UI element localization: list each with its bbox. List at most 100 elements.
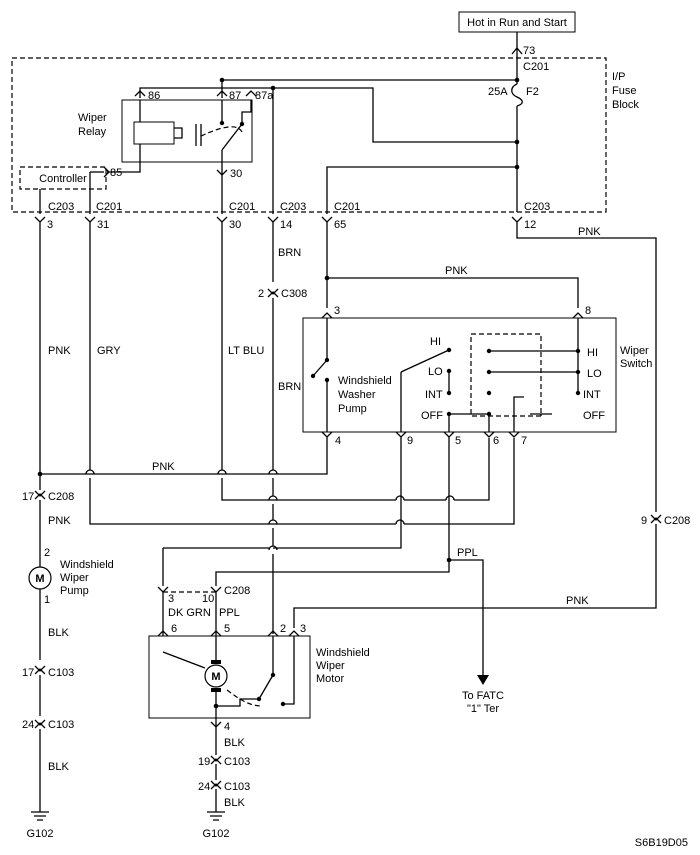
motor-label-1: Windshield <box>316 647 370 659</box>
fuse-block-label-2: Fuse <box>612 85 636 97</box>
connector-c103-d: C103 <box>224 781 250 793</box>
conn-c201-a: C201 <box>96 201 122 213</box>
sw-right-bus <box>489 318 579 393</box>
pin-73: 73 <box>523 45 535 57</box>
wire-label-lt-blu: LT BLU <box>228 345 264 357</box>
wire-label-pnk-mid: PNK <box>152 461 175 473</box>
connector-c308-symbol <box>267 288 279 298</box>
relay-pin-87a: 87a <box>255 90 274 102</box>
relay-pin-85: 85 <box>110 167 122 179</box>
motor-top-connectors <box>157 630 300 637</box>
wire-dkgrn <box>162 437 402 586</box>
pin-motor-2: 2 <box>280 623 286 635</box>
conn-c201-c: C201 <box>334 201 360 213</box>
junction-pnk-left <box>37 471 43 477</box>
pin-c103-24a: 24 <box>22 719 34 731</box>
controller-box <box>19 166 107 190</box>
wire-label-pnk-switch: PNK <box>445 265 468 277</box>
wire-label-blk-1: BLK <box>48 627 69 639</box>
pin-c208-9: 9 <box>641 515 647 527</box>
wire-label-pnk-right: PNK <box>578 226 601 238</box>
relay-pin-86: 86 <box>148 90 160 102</box>
sw-right-int-a <box>486 390 492 396</box>
pin-switch-4: 4 <box>335 435 341 447</box>
wire-ppl-fatc <box>449 559 484 675</box>
connector-c103-b: C103 <box>48 719 74 731</box>
pin-motor-3: 3 <box>300 623 306 635</box>
sw-left-lo: LO <box>428 366 443 378</box>
connector-c208-right: C208 <box>664 515 690 527</box>
connector-c201-top: C201 <box>523 61 549 73</box>
switch-bottom-connectors <box>321 431 520 438</box>
crossover-ltblu-5 <box>445 495 455 501</box>
washer-switch-pivot <box>310 373 316 379</box>
relay-label-1: Wiper <box>78 112 107 124</box>
conn-c203-a: C203 <box>48 201 74 213</box>
pin-c203-14: 14 <box>280 219 292 231</box>
pin-c103-17: 17 <box>22 667 34 679</box>
pin-switch-3: 3 <box>334 305 340 317</box>
connector-c103-17-symbol <box>34 665 46 675</box>
pin-pump-2: 2 <box>44 547 50 559</box>
relay-pin-86-symbol <box>134 90 146 97</box>
washer-switch-label-2: Washer <box>338 389 376 401</box>
motor-label-2: Wiper <box>316 660 345 672</box>
park-mechanical-link <box>226 689 263 707</box>
wiper-switch-label-2: Switch <box>620 358 652 370</box>
relay-coil-wire-bottom <box>107 144 141 173</box>
pin-c103-19: 19 <box>198 756 210 768</box>
wire-gry <box>89 222 515 525</box>
ground-g102-b-symbol <box>207 811 225 821</box>
fuse-block-outline <box>11 57 607 213</box>
power-source-label: Hot in Run and Start <box>467 17 567 29</box>
pin-c201-30: 30 <box>229 219 241 231</box>
wiper-motor-symbol <box>204 664 228 688</box>
ground-g102-b: G102 <box>203 828 230 840</box>
motor-brush-bottom <box>211 688 221 692</box>
relay-pin-87-symbol <box>216 90 228 97</box>
relay-contact-87 <box>219 120 225 126</box>
pin-c208-3: 3 <box>168 593 174 605</box>
pin-c201-65: 65 <box>334 219 346 231</box>
connector-c103-24a-symbol <box>34 719 46 729</box>
connector-c208-motor-symbol <box>157 586 222 593</box>
pin-c203-12: 12 <box>524 219 536 231</box>
crossover-gry-9 <box>395 519 405 525</box>
pin-c103-24b: 24 <box>198 781 210 793</box>
connector-c208-9-symbol <box>650 514 662 524</box>
relay-pin-87: 87 <box>229 90 241 102</box>
pin-c201-31: 31 <box>97 219 109 231</box>
diagram-id: S6B19D05 <box>635 837 688 849</box>
fatc-label-2: "1" Ter <box>467 703 499 715</box>
motor-label-3: Motor <box>316 673 344 685</box>
relay-coil-tab <box>174 127 183 139</box>
pin-switch-5: 5 <box>455 435 461 447</box>
washer-switch-blade <box>312 359 328 377</box>
switch-top-connectors <box>321 312 584 319</box>
pin-motor-4: 4 <box>224 721 230 733</box>
wire-ppl <box>215 437 450 586</box>
relay-switch-blade <box>221 123 243 151</box>
pin-motor-5: 5 <box>224 623 230 635</box>
ground-g102-a-symbol <box>31 811 49 821</box>
pin-switch-7: 7 <box>521 435 527 447</box>
pump-label-3: Pump <box>60 585 89 597</box>
sw-ganged-outline <box>470 333 542 417</box>
pump-label-2: Wiper <box>60 572 89 584</box>
relay-coil <box>133 121 175 145</box>
wire-label-ppl-fatc: PPL <box>457 547 478 559</box>
wire-label-blk-4: BLK <box>224 797 245 809</box>
sw-right-hi: HI <box>587 347 598 359</box>
crossover-brn <box>268 469 278 551</box>
sw-left-off: OFF <box>421 410 443 422</box>
relay-mechanical-link <box>200 126 243 137</box>
pin-c308-2: 2 <box>258 288 264 300</box>
connector-c208-17-symbol <box>34 490 46 500</box>
wire-label-ppl-motor: PPL <box>219 607 240 619</box>
junction-relay-87 <box>219 77 225 83</box>
conn-c203-c: C203 <box>524 201 550 213</box>
fuse-name: F2 <box>526 86 539 98</box>
connector-c103-24b-symbol <box>210 780 222 790</box>
relay-pin-30: 30 <box>230 168 242 180</box>
sw-right-lo: LO <box>587 368 602 380</box>
